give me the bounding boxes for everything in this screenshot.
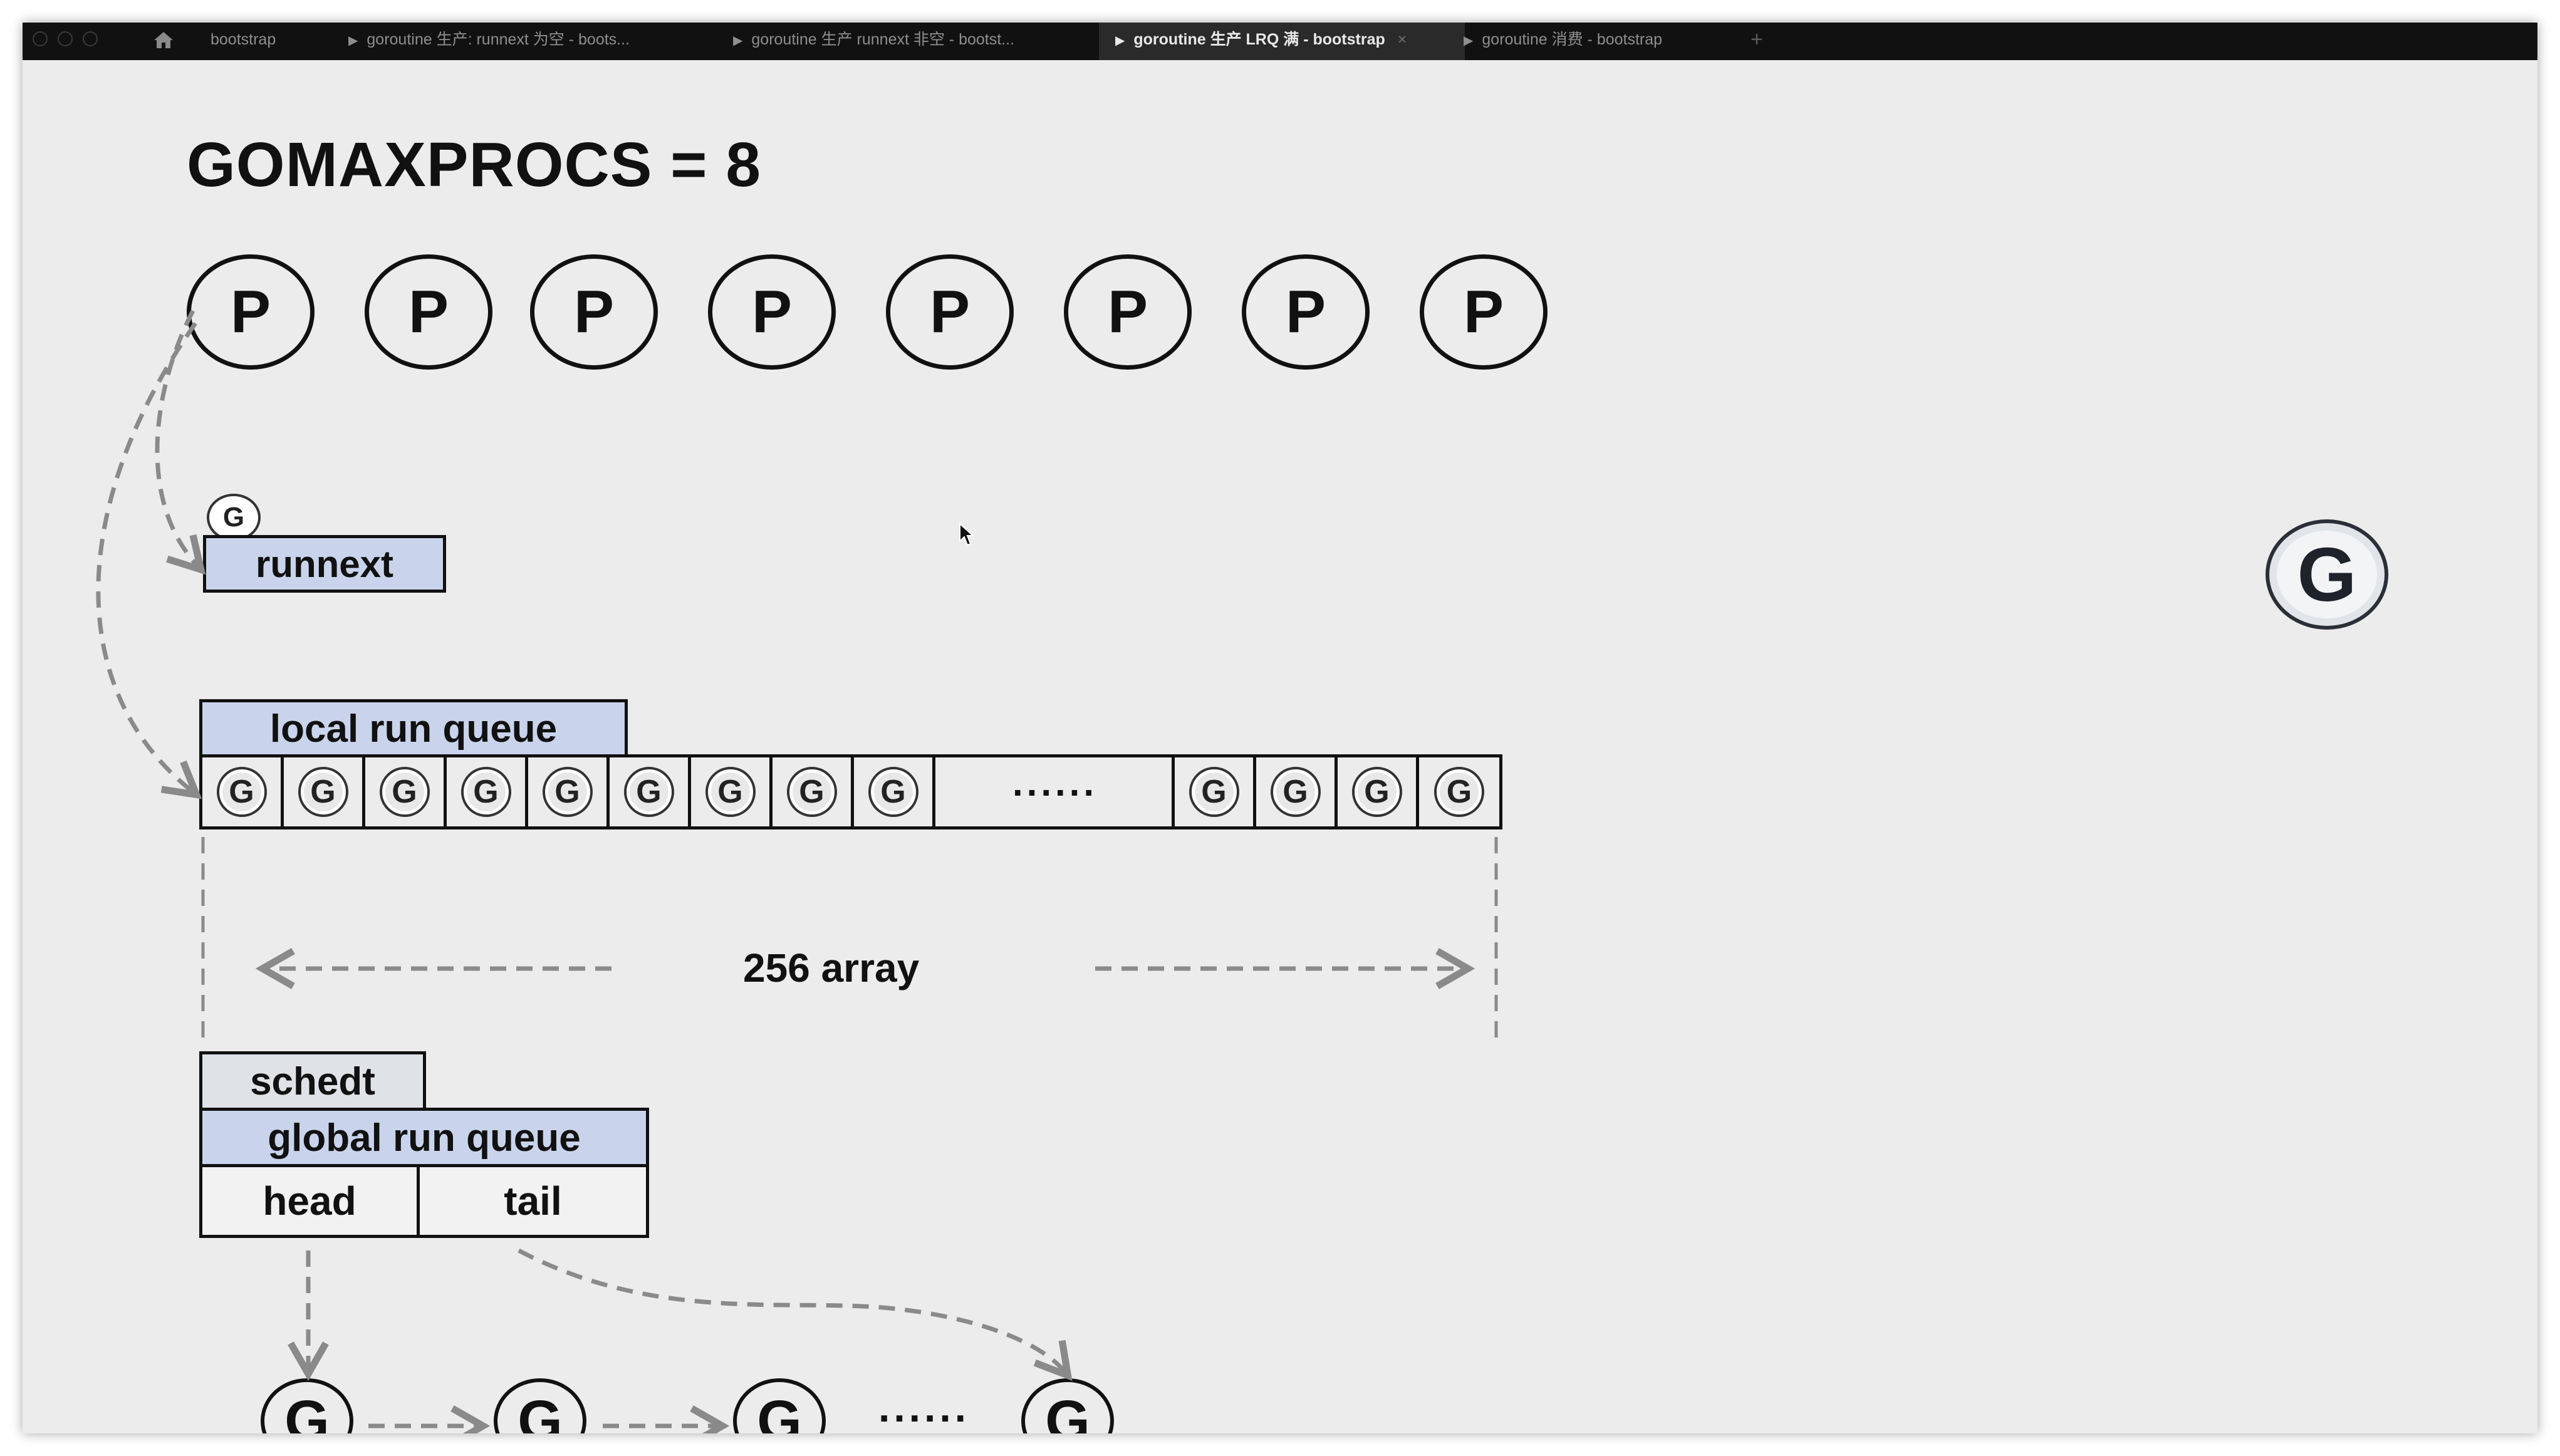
global-queue-head: head [199,1164,420,1238]
lrq-goroutine: G [460,767,511,817]
lrq-slot: G [854,757,935,826]
tab-runnext-empty[interactable]: ▶ goroutine 生产: runnext 为空 - boots... [348,23,699,60]
processor-p-4: P [708,254,836,370]
home-icon[interactable] [153,30,174,50]
lrq-slot: G [773,757,854,826]
play-icon: ▶ [348,34,358,48]
new-goroutine: G [2266,519,2388,630]
array-size-label: 256 array [743,945,920,991]
lrq-goroutine: G [786,767,837,817]
play-icon: ▶ [1115,34,1125,48]
lrq-slot: G [365,757,447,826]
lrq-gap-divider [1172,757,1175,826]
tab-label: goroutine 生产 runnext 非空 - bootst... [751,31,1015,48]
lrq-goroutine: G [542,767,593,817]
lrq-goroutine: G [1189,767,1239,817]
processor-p-7: P [1242,254,1370,370]
lrq-slot: G [528,757,610,826]
local-run-queue-array: G G G G G G G G G ...... G G G G [199,754,1502,829]
lrq-slot: G [1338,757,1419,826]
lrq-goroutine: G [298,767,348,817]
p-to-lrq-arrow [96,321,202,799]
plus-icon[interactable]: + [1751,28,1763,51]
runnext-goroutine: G [207,494,261,541]
lrq-goroutine: G [623,767,674,817]
browser-window: bootstrap ▶ goroutine 生产: runnext 为空 - bo… [23,23,2537,1433]
window-minimize-dot[interactable] [58,31,73,46]
lrq-goroutine: G [379,767,430,817]
tab-bootstrap[interactable]: bootstrap [211,23,355,60]
slide-canvas: GOMAXPROCS = 8 P P P P P P P P G runnext… [23,60,2537,1433]
global-queue-tail: tail [417,1164,649,1238]
window-close-dot[interactable] [33,31,48,46]
tab-lrq-full[interactable]: ▶ goroutine 生产 LRQ 满 - bootstrap × [1099,23,1465,60]
lrq-gap: ...... [935,757,1175,826]
mouse-cursor-icon [959,523,975,546]
processor-p-1: P [187,254,315,370]
lrq-ellipsis: ...... [1012,761,1098,804]
play-icon: ▶ [733,34,743,48]
slide-title: GOMAXPROCS = 8 [187,130,761,200]
lrq-slot: G [610,757,691,826]
processor-p-2: P [365,254,492,370]
lrq-slot: G [691,757,773,826]
p-to-runnext-arrow [155,309,206,575]
global-run-queue-label: global run queue [199,1108,649,1168]
tail-to-last-g-arrow [518,1248,1073,1381]
window-zoom-dot[interactable] [83,31,98,46]
lrq-slot: G [1419,757,1499,826]
lrq-goroutine: G [1270,767,1321,817]
processor-p-5: P [886,254,1014,370]
lrq-slot: G [447,757,528,826]
lrq-goroutine: G [705,767,756,817]
tab-label: bootstrap [211,31,276,48]
play-icon: ▶ [1464,34,1474,48]
lrq-goroutine: G [868,767,918,817]
global-list-ellipsis: ...... [878,1384,970,1430]
tab-runnext-nonempty[interactable]: ▶ goroutine 生产 runnext 非空 - bootst... [733,23,1084,60]
lrq-slot: G [284,757,365,826]
tab-label: goroutine 消费 - bootstrap [1482,31,1663,48]
lrq-slot: G [1256,757,1338,826]
processor-p-8: P [1420,254,1548,370]
processor-p-3: P [530,254,658,370]
lrq-goroutine: G [1434,767,1484,817]
schedt-label: schedt [199,1051,426,1111]
runnext-label: runnext [203,535,446,593]
tab-bar: bootstrap ▶ goroutine 生产: runnext 为空 - bo… [23,23,2537,60]
lrq-goroutine: G [1351,767,1402,817]
dashed-arrows [96,309,1498,1433]
processor-p-6: P [1064,254,1192,370]
tab-consume[interactable]: ▶ goroutine 消费 - bootstrap [1464,23,1739,60]
close-icon[interactable]: × [1397,31,1407,48]
tab-label: goroutine 生产: runnext 为空 - boots... [367,31,630,48]
lrq-slot: G [202,757,284,826]
lrq-goroutine: G [216,767,267,817]
lrq-slot: G [1175,757,1256,826]
tab-label: goroutine 生产 LRQ 满 - bootstrap [1133,31,1385,48]
